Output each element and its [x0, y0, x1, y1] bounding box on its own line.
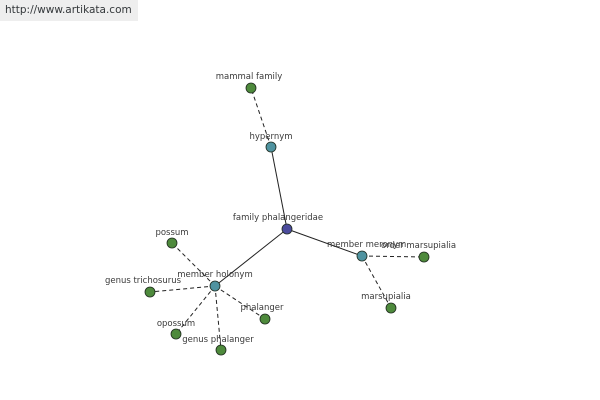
node-label-opossum: opossum: [157, 319, 195, 329]
node-marsupialia[interactable]: [385, 302, 397, 314]
node-member-meronym[interactable]: [356, 250, 368, 262]
edges-layer: [149, 87, 425, 351]
edge-member-holonym-to-opossum: [175, 285, 216, 335]
edge-member-holonym-to-genus-phalanger: [214, 285, 222, 351]
node-genus-phalanger[interactable]: [215, 344, 227, 356]
node-label-possum: possum: [155, 228, 188, 238]
node-hypernym[interactable]: [265, 141, 277, 153]
node-label-genus-trichosurus: genus trichosurus: [105, 276, 182, 286]
node-label-order-marsupialia: order marsupialia: [381, 241, 456, 251]
node-center[interactable]: [281, 223, 293, 235]
node-label-mammal-family: mammal family: [216, 72, 283, 82]
edge-center-to-member-holonym: [214, 228, 288, 287]
labels-layer: family phalangeridae hypernym mammal famil…: [105, 72, 456, 345]
node-mammal-family[interactable]: [245, 82, 257, 94]
node-label-member-meronym: member meronym: [327, 240, 406, 250]
url-banner: http://www.artikata.com: [0, 0, 138, 21]
edge-member-holonym-to-possum: [171, 242, 216, 287]
node-label-marsupialia: marsupialia: [361, 292, 411, 302]
edge-member-meronym-to-order-marsupialia: [361, 255, 425, 258]
node-opossum[interactable]: [170, 328, 182, 340]
nodes-layer: [144, 82, 430, 356]
edge-member-meronym-to-marsupialia: [361, 255, 392, 309]
node-label-center: family phalangeridae: [233, 213, 323, 223]
edge-member-holonym-to-phalanger: [214, 285, 266, 320]
node-phalanger[interactable]: [259, 313, 271, 325]
node-possum[interactable]: [166, 237, 178, 249]
node-order-marsupialia[interactable]: [418, 251, 430, 263]
edge-center-to-member-meronym: [286, 228, 363, 257]
edge-hypernym-to-mammal-family: [250, 87, 272, 148]
node-label-phalanger: phalanger: [240, 303, 284, 313]
node-label-hypernym: hypernym: [249, 132, 292, 142]
node-genus-trichosurus[interactable]: [144, 286, 156, 298]
node-label-genus-phalanger: genus phalanger: [182, 335, 254, 345]
node-member-holonym[interactable]: [209, 280, 221, 292]
edge-member-holonym-to-genus-trichosurus: [149, 285, 216, 293]
node-label-member-holonym: member holonym: [177, 270, 252, 280]
edge-center-to-hypernym: [270, 146, 288, 230]
